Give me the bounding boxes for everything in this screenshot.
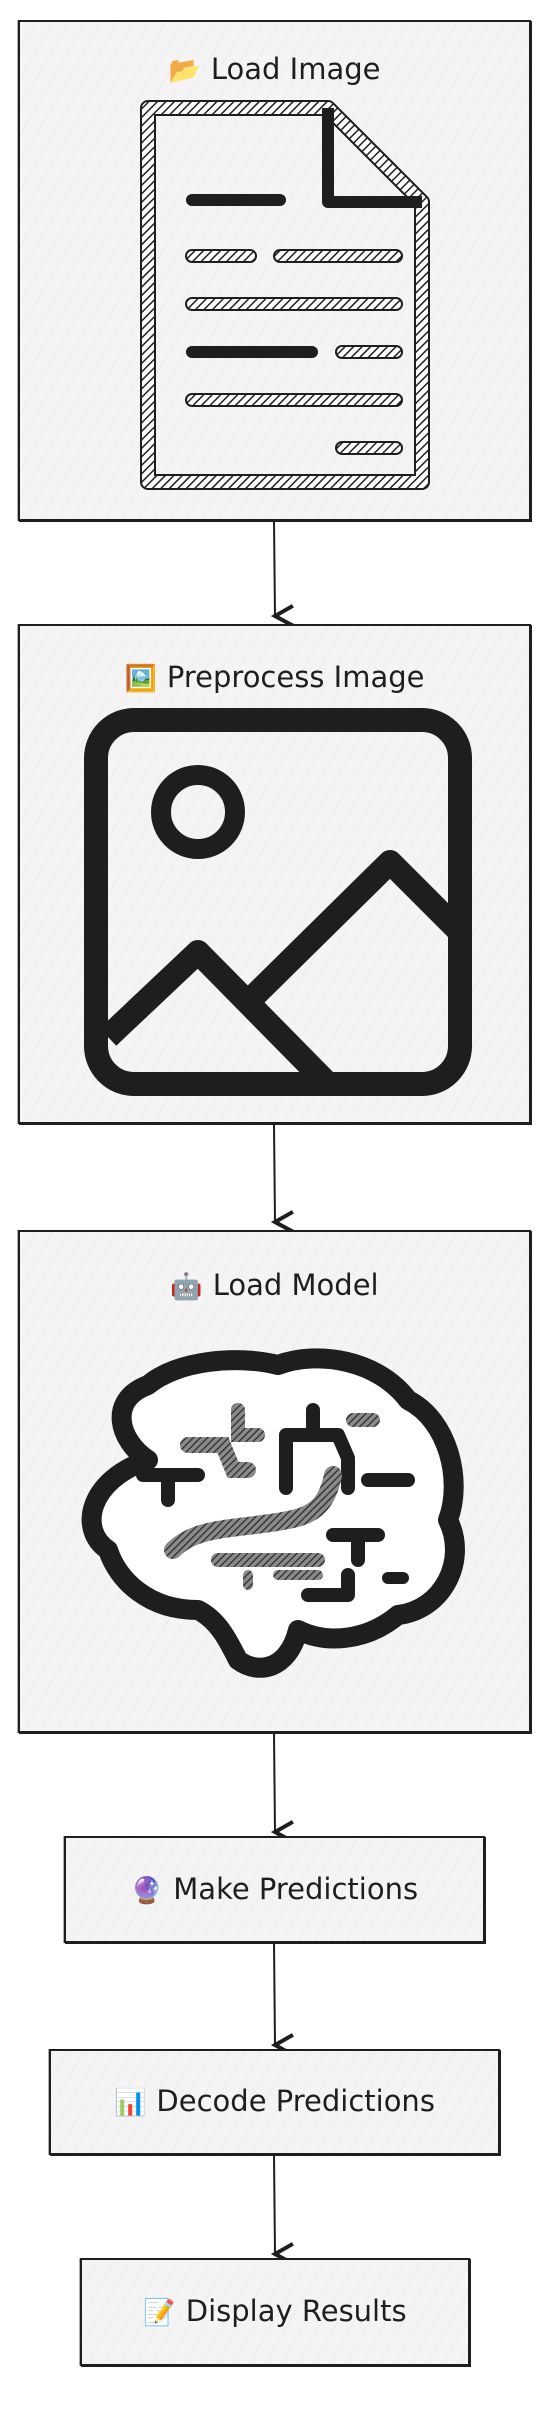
arrow-3 — [274, 1732, 275, 1832]
node-preprocess-image: 🖼️Preprocess Image — [18, 624, 531, 1124]
arrow-4 — [274, 1942, 275, 2045]
picture-emoji: 🖼️ — [124, 664, 157, 694]
node-display-results: 📝Display Results — [80, 2258, 470, 2366]
node-load-model: 🤖Load Model — [18, 1230, 531, 1733]
document-icon — [140, 100, 430, 490]
folder-emoji: 📂 — [168, 56, 201, 86]
node-title: 🤖Load Model — [170, 1268, 379, 1302]
node-title: 📝Display Results — [143, 2294, 407, 2328]
arrow-2 — [274, 1123, 275, 1222]
node-load-image: 📂Load Image — [18, 20, 531, 521]
bar-chart-emoji: 📊 — [114, 2088, 147, 2118]
memo-emoji: 📝 — [143, 2298, 176, 2328]
image-icon — [84, 708, 472, 1096]
brain-icon — [81, 1348, 465, 1678]
crystal-ball-emoji: 🔮 — [130, 1876, 164, 1906]
arrow-1 — [274, 520, 275, 616]
node-decode-predictions: 📊Decode Predictions — [49, 2049, 500, 2155]
node-title: 📂Load Image — [168, 52, 381, 86]
node-title: 🔮Make Predictions — [130, 1872, 419, 1906]
robot-emoji: 🤖 — [170, 1272, 203, 1302]
node-title: 🖼️Preprocess Image — [124, 660, 425, 694]
arrow-5 — [274, 2154, 275, 2254]
node-make-predictions: 🔮Make Predictions — [64, 1836, 485, 1943]
node-title: 📊Decode Predictions — [114, 2084, 435, 2118]
